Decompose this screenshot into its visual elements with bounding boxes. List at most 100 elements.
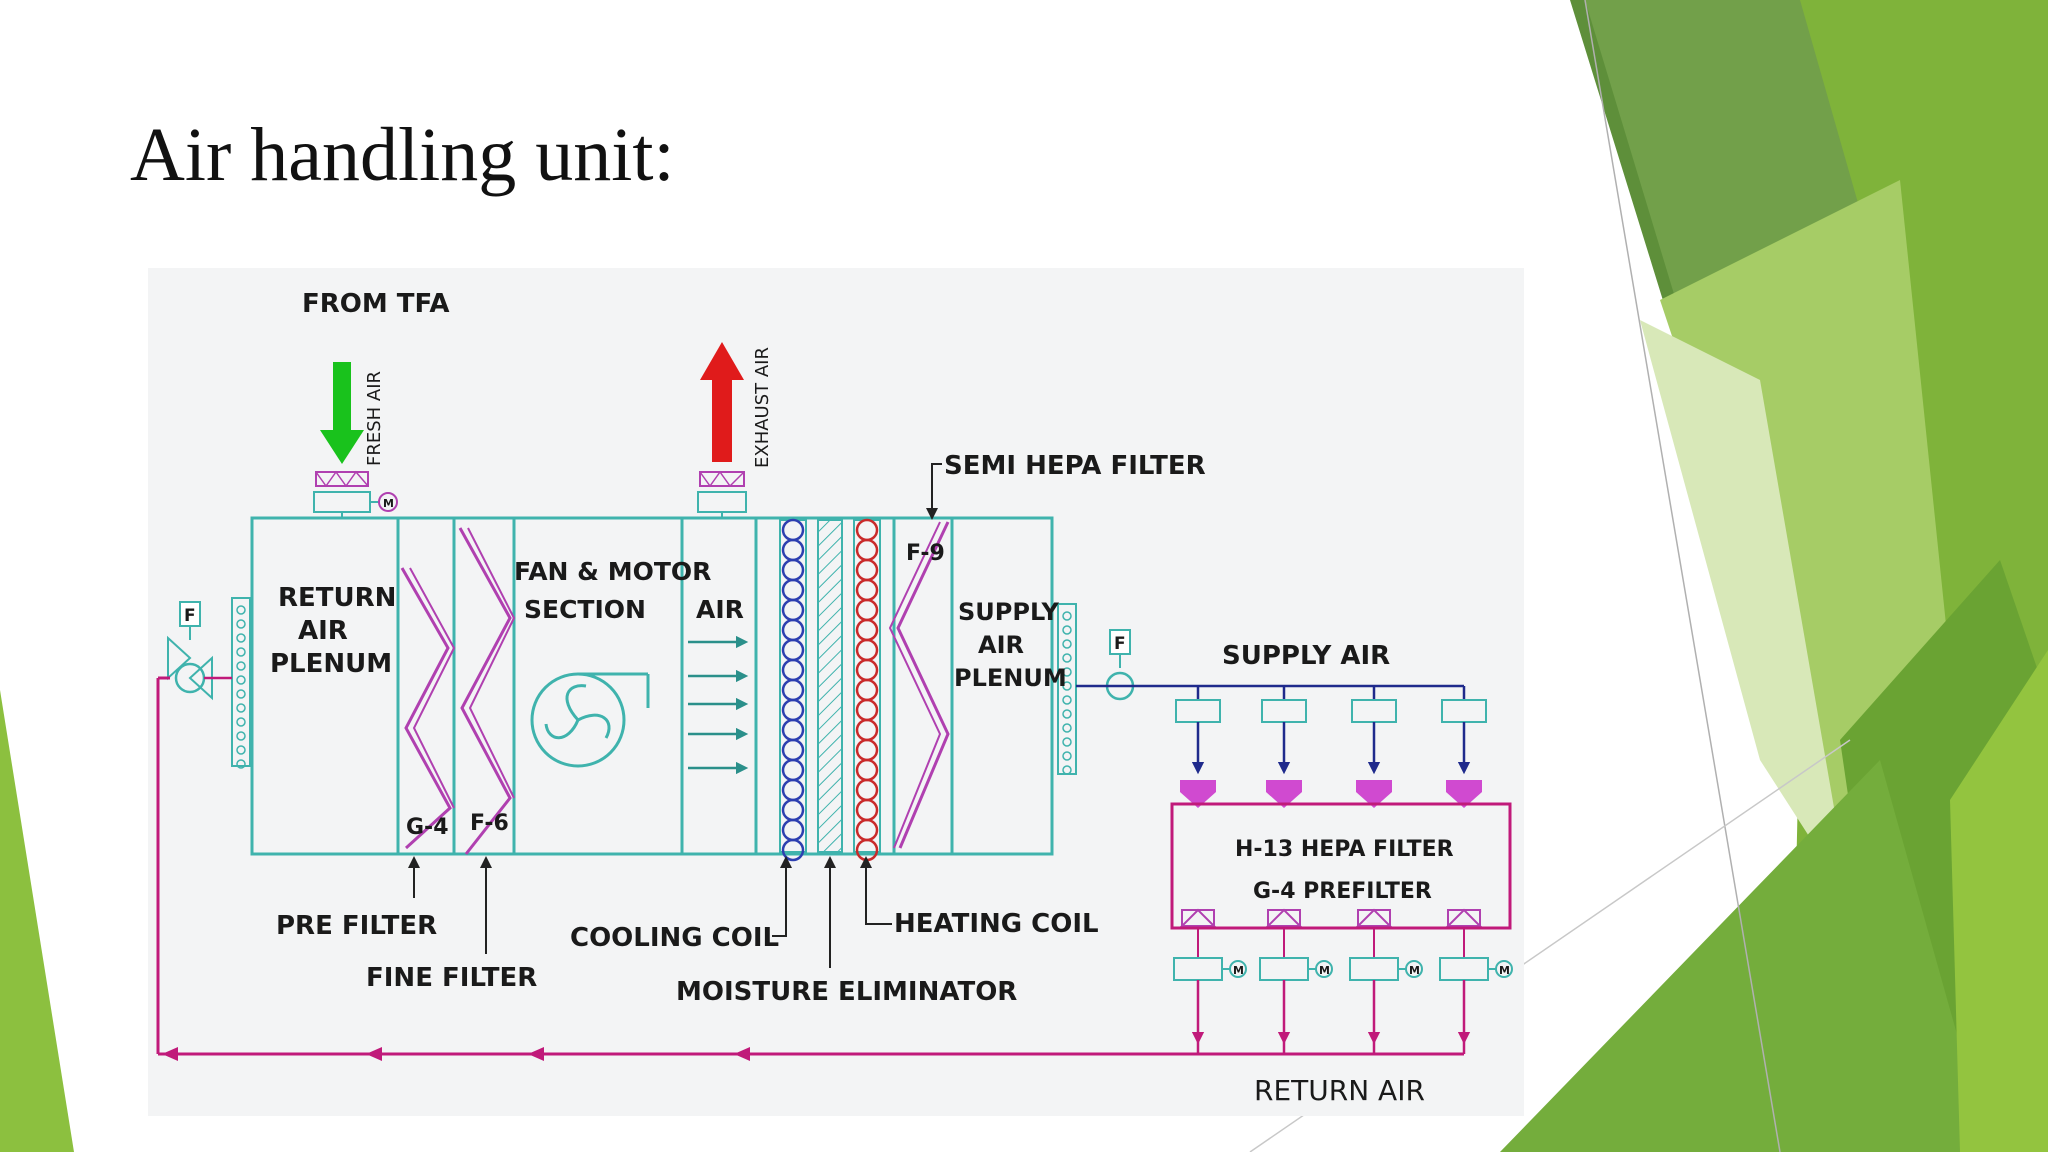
return-fan-damper-icon [167, 635, 192, 681]
damper-blade [1062, 639, 1072, 649]
return-air-plenum-label: RETURN [278, 583, 396, 613]
hepa-filter-label: H-13 HEPA FILTER [1235, 837, 1454, 862]
moisture-eliminator-label: MOISTURE ELIMINATOR [676, 977, 1017, 1007]
cooling-coil-tube [781, 798, 805, 822]
motor-label: M [1319, 964, 1330, 977]
g4-label: G-4 [406, 815, 449, 840]
heating-coil-tube [855, 578, 879, 602]
f6-label: F-6 [470, 811, 509, 836]
cooling-coil-tube [781, 778, 805, 802]
heating-coil-tube [855, 598, 879, 622]
fan-icon [530, 672, 650, 768]
cooling-coil-tube [781, 638, 805, 662]
cooling-coil-tube [781, 818, 805, 842]
return-grille-icon [1179, 908, 1217, 927]
damper-blade [236, 605, 246, 615]
motor-icon [1495, 960, 1513, 978]
hepa-diffuser-icon [1446, 792, 1482, 808]
terminal-damper [1441, 699, 1487, 723]
damper-blade [1062, 667, 1072, 677]
exhaust-air-label: EXHAUST AIR [752, 347, 773, 468]
return-damper [1349, 957, 1399, 981]
heating-coil-tube [855, 658, 879, 682]
heating-coil [853, 518, 881, 862]
motor-label: M [1499, 964, 1510, 977]
damper-blade [236, 745, 246, 755]
heating-coil-tube [855, 718, 879, 742]
air-label: AIR [696, 595, 744, 624]
heating-coil-tube [855, 538, 879, 562]
fresh-air-arrow-head [320, 430, 364, 464]
terminal-damper [1175, 699, 1221, 723]
g4-filter-zigzag [400, 567, 452, 850]
f6-filter-zigzag-inner [467, 527, 516, 799]
cooling-coil-tube [781, 698, 805, 722]
fan-motor-section-label: SECTION [524, 595, 646, 624]
f9-filter-zigzag-inner [888, 521, 942, 849]
return-damper [1439, 957, 1489, 981]
heating-coil-tube [855, 818, 879, 842]
return-air-plenum-label: AIR [298, 616, 348, 646]
cooling-coil-tube [781, 718, 805, 742]
right-green-shape-pale [1640, 320, 1850, 900]
damper-blade [236, 689, 246, 699]
damper-blade [1062, 765, 1072, 775]
pre-filter-label: PRE FILTER [276, 911, 437, 941]
cooling-coil-tube [781, 518, 805, 542]
damper-blade [1062, 737, 1072, 747]
cooling-coil-tube [781, 838, 805, 862]
return-air-plenum-label: PLENUM [270, 649, 392, 679]
semi-hepa-leader [926, 463, 942, 520]
damper-blade [1062, 653, 1072, 663]
cooling-coil-tube [781, 578, 805, 602]
heating-coil-label: HEATING COIL [894, 909, 1099, 939]
exhaust-air-filter [699, 471, 745, 487]
fan-motor-section-label: FAN & MOTOR [514, 557, 711, 586]
fresh-air-arrow-shaft [333, 362, 351, 436]
fine-filter-label: FINE FILTER [366, 963, 537, 993]
fresh-air-label: FRESH AIR [364, 371, 385, 466]
supply-air-plenum-label: SUPPLY [958, 598, 1060, 626]
damper-blade [236, 759, 246, 769]
damper-f-label: F [184, 606, 196, 626]
fresh-air-filter [315, 471, 369, 487]
hepa-diffuser-top [1446, 780, 1482, 792]
right-green-shape-bottom [1500, 760, 1990, 1152]
hepa-diffuser-icon [1356, 792, 1392, 808]
exhaust-air-damper [697, 491, 747, 513]
return-air-arrows [162, 1047, 750, 1061]
from-tfa-label: FROM TFA [302, 289, 449, 319]
damper-blade [1062, 611, 1072, 621]
heating-coil-tube [855, 738, 879, 762]
heating-coil-tube [855, 758, 879, 782]
cooling-coil-leader [772, 856, 792, 937]
motor-icon [1315, 960, 1333, 978]
return-side-damper [231, 597, 251, 767]
heating-coil-tube [855, 518, 879, 542]
prefilter-label: G-4 PREFILTER [1253, 879, 1432, 904]
g4-filter-zigzag-inner [409, 567, 456, 809]
heating-coil-tube [855, 678, 879, 702]
hepa-diffuser-top [1266, 780, 1302, 792]
fresh-air-damper [313, 491, 371, 513]
return-side-damper-blades [236, 605, 246, 769]
return-grille-icon [1265, 908, 1303, 927]
exhaust-air-filter-cross [699, 470, 745, 488]
return-grille-frame [1181, 909, 1215, 927]
return-damper [1259, 957, 1309, 981]
heating-coil-tube [855, 798, 879, 822]
return-grille-frame [1267, 909, 1301, 927]
supply-air-label: SUPPLY AIR [1222, 641, 1390, 671]
damper-blade [236, 633, 246, 643]
cooling-coil-tube [781, 618, 805, 642]
damper-blade [1062, 723, 1072, 733]
cooling-coil-tube [781, 558, 805, 582]
damper-blade [236, 717, 246, 727]
cooling-coil-tube [781, 738, 805, 762]
f6-filter-zigzag [458, 527, 512, 855]
supply-side-damper-blades [1062, 611, 1072, 775]
return-grille-icon [1355, 908, 1393, 927]
damper-blade [1062, 751, 1072, 761]
motor-label: M [1409, 964, 1420, 977]
